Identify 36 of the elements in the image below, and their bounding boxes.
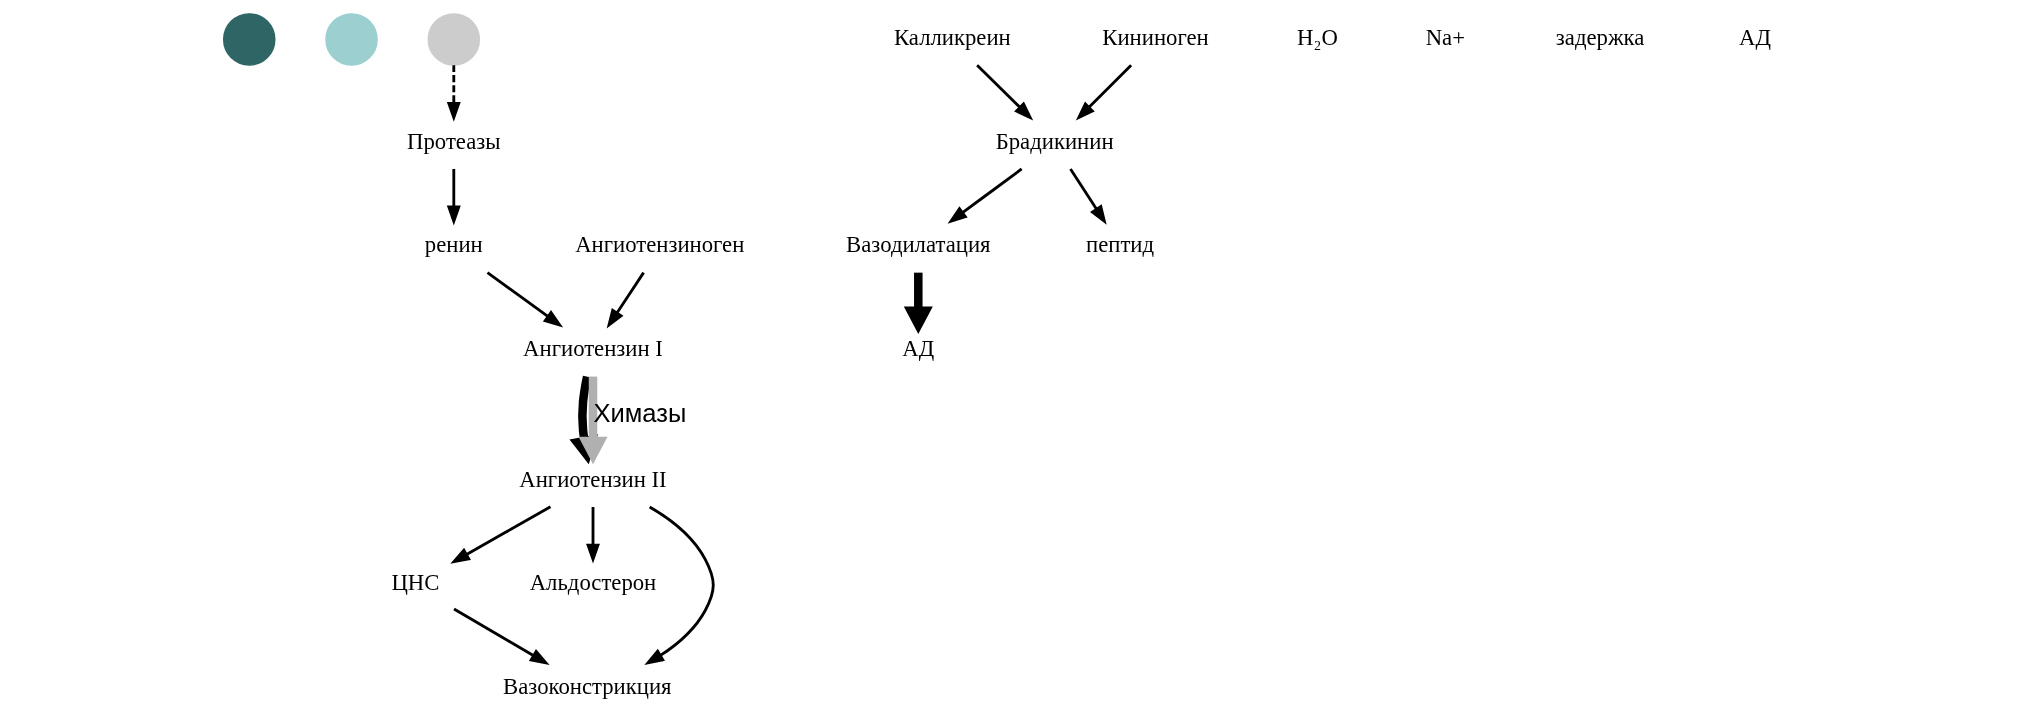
arrow	[453, 607, 550, 665]
node-circle	[325, 13, 378, 66]
arrow	[586, 507, 600, 564]
arrow	[947, 167, 1023, 224]
label: АД	[1739, 24, 1771, 50]
label: H₂O	[1297, 24, 1338, 50]
node-text: АД	[902, 335, 935, 361]
arrow	[446, 65, 461, 122]
arrow	[578, 376, 608, 465]
arrow	[450, 505, 552, 564]
arrow	[606, 271, 645, 329]
node-text: пептид	[1085, 232, 1155, 258]
label: задержка	[1555, 24, 1645, 50]
node-text: Ангиотензин I	[523, 335, 663, 361]
arrow	[644, 505, 715, 665]
arrow	[1075, 64, 1133, 121]
node-text: Ангиотензин II	[519, 466, 667, 492]
node-circle	[427, 13, 481, 66]
node-text: Вазоконстрикция	[503, 673, 672, 699]
node-text: Протеазы	[407, 128, 501, 154]
node-text: ренин	[424, 232, 483, 258]
node-text: Вазодилатация	[846, 232, 991, 258]
node-text: Калликреин	[894, 24, 1011, 50]
node-text: Альдостерон	[529, 570, 657, 596]
label: Na+	[1425, 24, 1465, 50]
node-circle	[222, 13, 276, 66]
arrow	[976, 64, 1034, 121]
node-text: Брадикинин	[995, 128, 1114, 154]
node-text: Ангиотензиноген	[575, 232, 745, 258]
node-text: Кининоген	[1102, 24, 1209, 50]
arrow	[486, 271, 564, 328]
arrow	[903, 272, 933, 335]
node-text: ЦНС	[391, 570, 440, 596]
arrow	[1069, 168, 1107, 225]
edge-label: Химазы	[593, 399, 687, 428]
arrow	[446, 168, 461, 226]
